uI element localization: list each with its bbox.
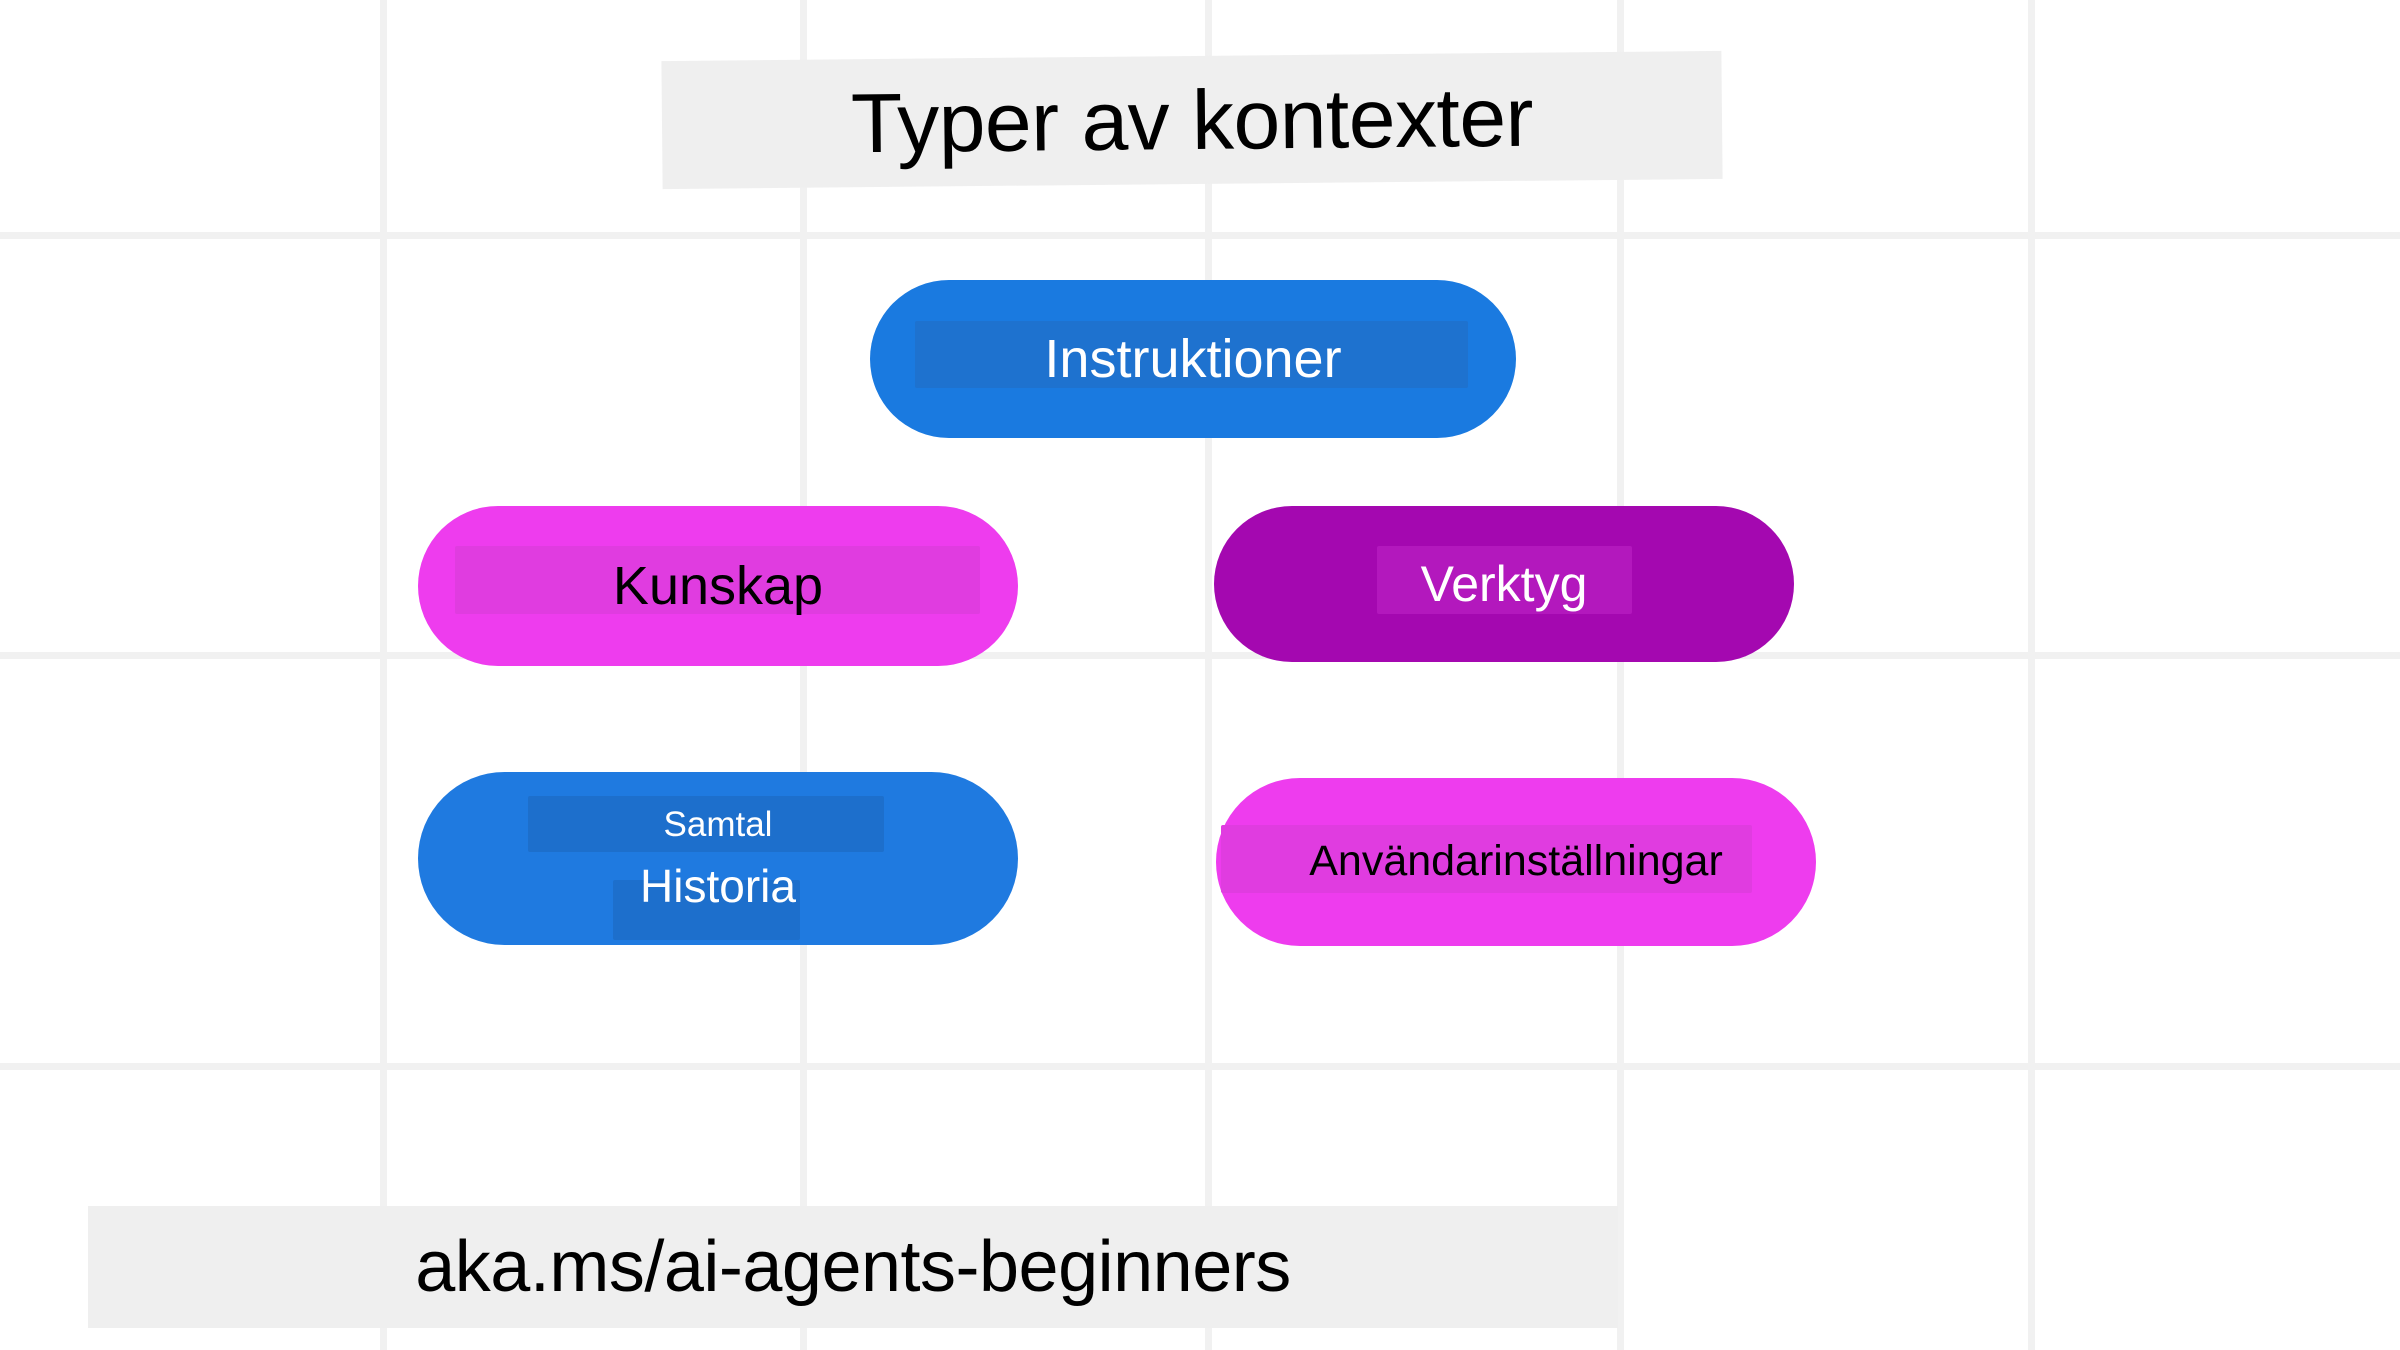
grid-line-horizontal — [0, 652, 2400, 659]
grid-line-vertical — [2028, 0, 2035, 1350]
node-kunskap-label: Kunskap — [612, 555, 824, 616]
grid-line-vertical — [380, 0, 387, 1350]
node-samtal-historia[interactable]: Samtal Historia — [418, 772, 1018, 945]
grid-line-vertical — [800, 0, 807, 1350]
node-verktyg-label: Verktyg — [1420, 555, 1588, 612]
node-kunskap[interactable]: Kunskap — [418, 506, 1018, 666]
footer-band — [88, 1206, 1618, 1328]
node-instruktioner[interactable]: Instruktioner — [870, 280, 1516, 438]
node-anvandarinstallningar[interactable]: Användarinställningar — [1216, 778, 1816, 946]
grid-line-horizontal — [0, 232, 2400, 239]
footer-url: aka.ms/ai-agents-beginners — [415, 1227, 1291, 1307]
grid-line-horizontal — [0, 1063, 2400, 1070]
node-historia-label: Historia — [640, 859, 796, 912]
node-instruktioner-label: Instruktioner — [1044, 328, 1342, 389]
node-anvandarinstallningar-label: Användarinställningar — [1309, 837, 1723, 886]
node-verktyg[interactable]: Verktyg — [1214, 506, 1794, 662]
grid-line-vertical — [1205, 0, 1212, 1350]
grid-line-vertical — [1617, 0, 1624, 1350]
page-title: Typer av kontexter — [850, 69, 1534, 170]
node-samtal-label: Samtal — [663, 804, 773, 844]
